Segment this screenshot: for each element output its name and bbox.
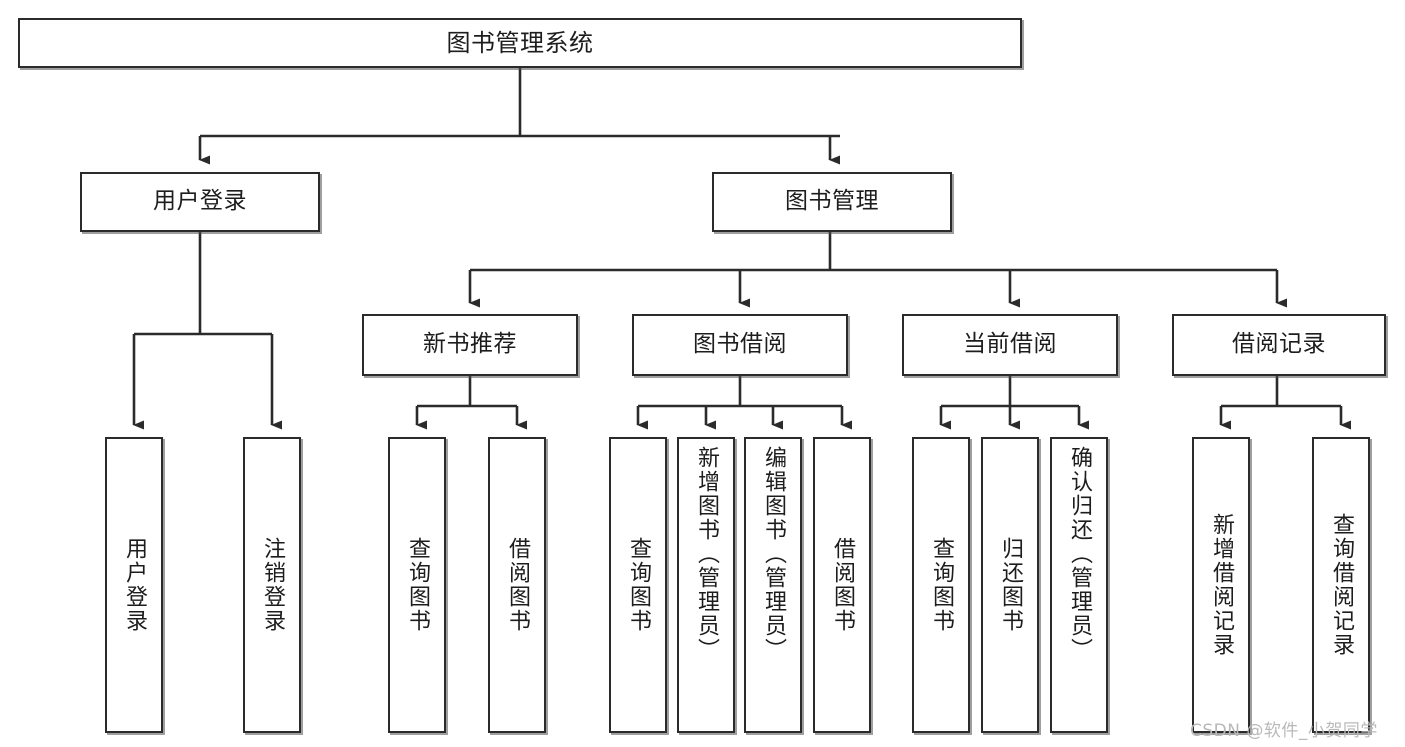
node-user-login[interactable]: 用户登录	[80, 172, 320, 232]
node-root-book-management-system[interactable]: 图书管理系统	[18, 18, 1022, 68]
node-label: 查询借阅记录	[1329, 513, 1354, 657]
node-current-borrowing[interactable]: 当前借阅	[902, 314, 1118, 376]
node-label: 编辑图书（管理员）	[761, 446, 786, 662]
node-book-borrowing[interactable]: 图书借阅	[632, 314, 848, 376]
node-label: 确认归还（管理员）	[1067, 446, 1092, 662]
node-leaf-query-borrow-record[interactable]: 查询借阅记录	[1312, 437, 1370, 733]
node-label: 借阅图书	[505, 537, 530, 633]
node-label: 查询图书	[929, 537, 954, 633]
node-label: 借阅记录	[1232, 331, 1326, 358]
node-leaf-logout[interactable]: 注销登录	[243, 437, 301, 733]
node-label: 新增图书（管理员）	[694, 446, 719, 662]
node-book-management[interactable]: 图书管理	[712, 172, 952, 232]
node-label: 用户登录	[122, 537, 147, 633]
node-leaf-return-books[interactable]: 归还图书	[981, 437, 1039, 733]
node-borrow-records[interactable]: 借阅记录	[1172, 314, 1386, 376]
node-leaf-borrow-books-recommend[interactable]: 借阅图书	[488, 437, 546, 733]
node-leaf-query-books-recommend[interactable]: 查询图书	[388, 437, 446, 733]
node-leaf-add-book-admin[interactable]: 新增图书（管理员）	[677, 437, 735, 733]
node-label: 归还图书	[998, 537, 1023, 633]
node-label: 图书借阅	[693, 331, 787, 358]
node-label: 新增借阅记录	[1209, 513, 1234, 657]
node-label: 图书管理系统	[446, 28, 594, 57]
node-label: 查询图书	[405, 537, 430, 633]
node-leaf-borrow-books-borrowing[interactable]: 借阅图书	[813, 437, 871, 733]
node-label: 注销登录	[260, 537, 285, 633]
node-label: 用户登录	[153, 188, 247, 215]
node-leaf-query-books-borrowing[interactable]: 查询图书	[609, 437, 667, 733]
node-leaf-user-login[interactable]: 用户登录	[105, 437, 163, 733]
node-leaf-add-borrow-record[interactable]: 新增借阅记录	[1192, 437, 1250, 733]
node-label: 借阅图书	[830, 537, 855, 633]
node-leaf-confirm-return-admin[interactable]: 确认归还（管理员）	[1050, 437, 1108, 733]
node-label: 图书管理	[785, 188, 879, 215]
node-label: 新书推荐	[423, 331, 517, 358]
watermark-text: CSDN @软件_小贺同学	[1190, 721, 1378, 741]
node-leaf-edit-book-admin[interactable]: 编辑图书（管理员）	[744, 437, 802, 733]
node-label: 查询图书	[626, 537, 651, 633]
node-label: 当前借阅	[963, 331, 1057, 358]
node-new-book-recommendation[interactable]: 新书推荐	[362, 314, 578, 376]
node-leaf-query-books-current[interactable]: 查询图书	[912, 437, 970, 733]
